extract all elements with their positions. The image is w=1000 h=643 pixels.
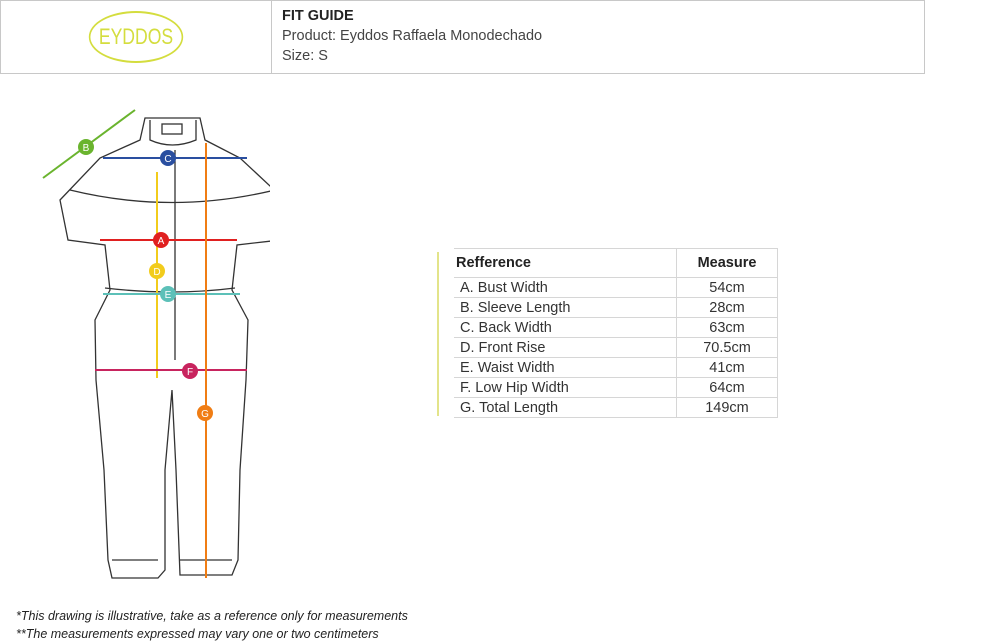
table-header: Refference Measure [454,248,778,278]
marker-b: B [83,143,90,154]
accent-divider [437,252,439,416]
marker-g: G [201,409,209,420]
row-measure: 28cm [676,297,778,318]
row-reference: G. Total Length [454,397,677,418]
size-label: Size: S [282,48,328,64]
product-name: Product: Eyddos Raffaela Monodechado [282,28,543,44]
fit-guide-title: FIT GUIDE [282,8,354,24]
marker-e: E [165,290,172,301]
header-measure: Measure [676,248,778,278]
brand-logo: EYDDOS [88,11,184,63]
row-reference: F. Low Hip Width [454,377,677,398]
row-reference: B. Sleeve Length [454,297,677,318]
row-measure: 63cm [676,317,778,338]
header: EYDDOS FIT GUIDE Product: Eyddos Raffael… [0,0,925,74]
row-measure: 41cm [676,357,778,378]
row-measure: 64cm [676,377,778,398]
marker-c: C [164,154,171,165]
marker-a: A [158,236,165,247]
row-reference: D. Front Rise [454,337,677,358]
row-reference: C. Back Width [454,317,677,338]
row-reference: E. Waist Width [454,357,677,378]
jumpsuit-outline [59,117,270,579]
row-reference: A. Bust Width [454,277,677,298]
row-measure: 149cm [676,397,778,418]
footnote-variance: **The measurements expressed may vary on… [16,627,379,641]
marker-f: F [187,367,193,378]
header-reference: Refference [454,248,677,278]
logo-cell: EYDDOS [1,1,272,73]
row-measure: 54cm [676,277,778,298]
garment-drawing: B C A D E F G [42,109,270,579]
marker-d: D [153,267,160,278]
measurement-lines [42,109,247,578]
row-measure: 70.5cm [676,337,778,358]
footnotes: *This drawing is illustrative, take as a… [16,607,408,643]
footnote-illustrative: *This drawing is illustrative, take as a… [16,609,408,623]
product-info: FIT GUIDE Product: Eyddos Raffaela Monod… [272,1,552,73]
